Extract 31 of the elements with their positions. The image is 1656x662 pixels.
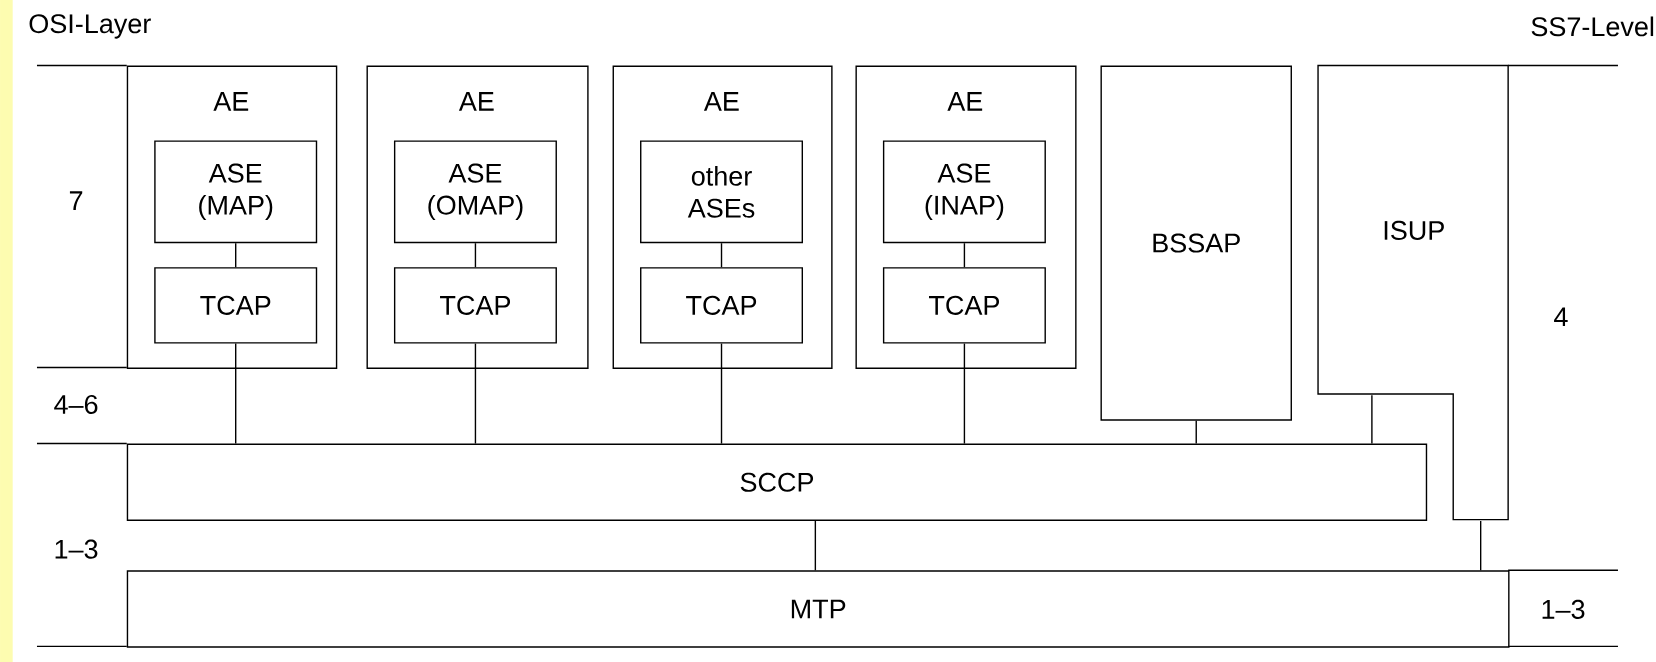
connector-line: [963, 342, 966, 445]
connector-line: [720, 242, 723, 268]
level-number: 1–3: [55, 539, 98, 559]
layer-bar: SCCP: [126, 443, 1428, 521]
connector-line: [1195, 419, 1197, 445]
protocol-box: TCAP: [882, 267, 1046, 344]
level-number: 1–3: [1542, 599, 1585, 619]
protocol-box: TCAP: [640, 267, 803, 344]
layer-heading: SS7-Level: [1531, 16, 1654, 37]
level-number: 4–6: [54, 394, 98, 414]
protocol-box: ISUP: [1317, 64, 1509, 521]
protocol-box: TCAP: [154, 267, 318, 344]
connector-line: [474, 342, 477, 445]
connector-line: [235, 342, 237, 445]
protocol-box: ASE (INAP): [882, 140, 1046, 244]
connector-line: [963, 242, 966, 268]
connector-line: [720, 342, 723, 445]
connector-line: [1371, 394, 1373, 445]
protocol-box: ASE (MAP): [154, 140, 318, 244]
connector-line: [235, 242, 237, 268]
protocol-box: ASE (OMAP): [393, 140, 557, 244]
protocol-box: TCAP: [393, 267, 557, 344]
connector-line: [474, 242, 477, 268]
connector-line: [814, 520, 817, 571]
protocol-box: BSSAP: [1100, 65, 1292, 421]
layer-bar: MTP: [126, 570, 1510, 648]
protocol-box: other ASEs: [640, 140, 803, 244]
level-number: 4: [1554, 307, 1568, 327]
level-number: 7: [69, 191, 83, 210]
layer-heading: OSI-Layer: [29, 14, 151, 39]
connector-line: [1480, 520, 1482, 571]
